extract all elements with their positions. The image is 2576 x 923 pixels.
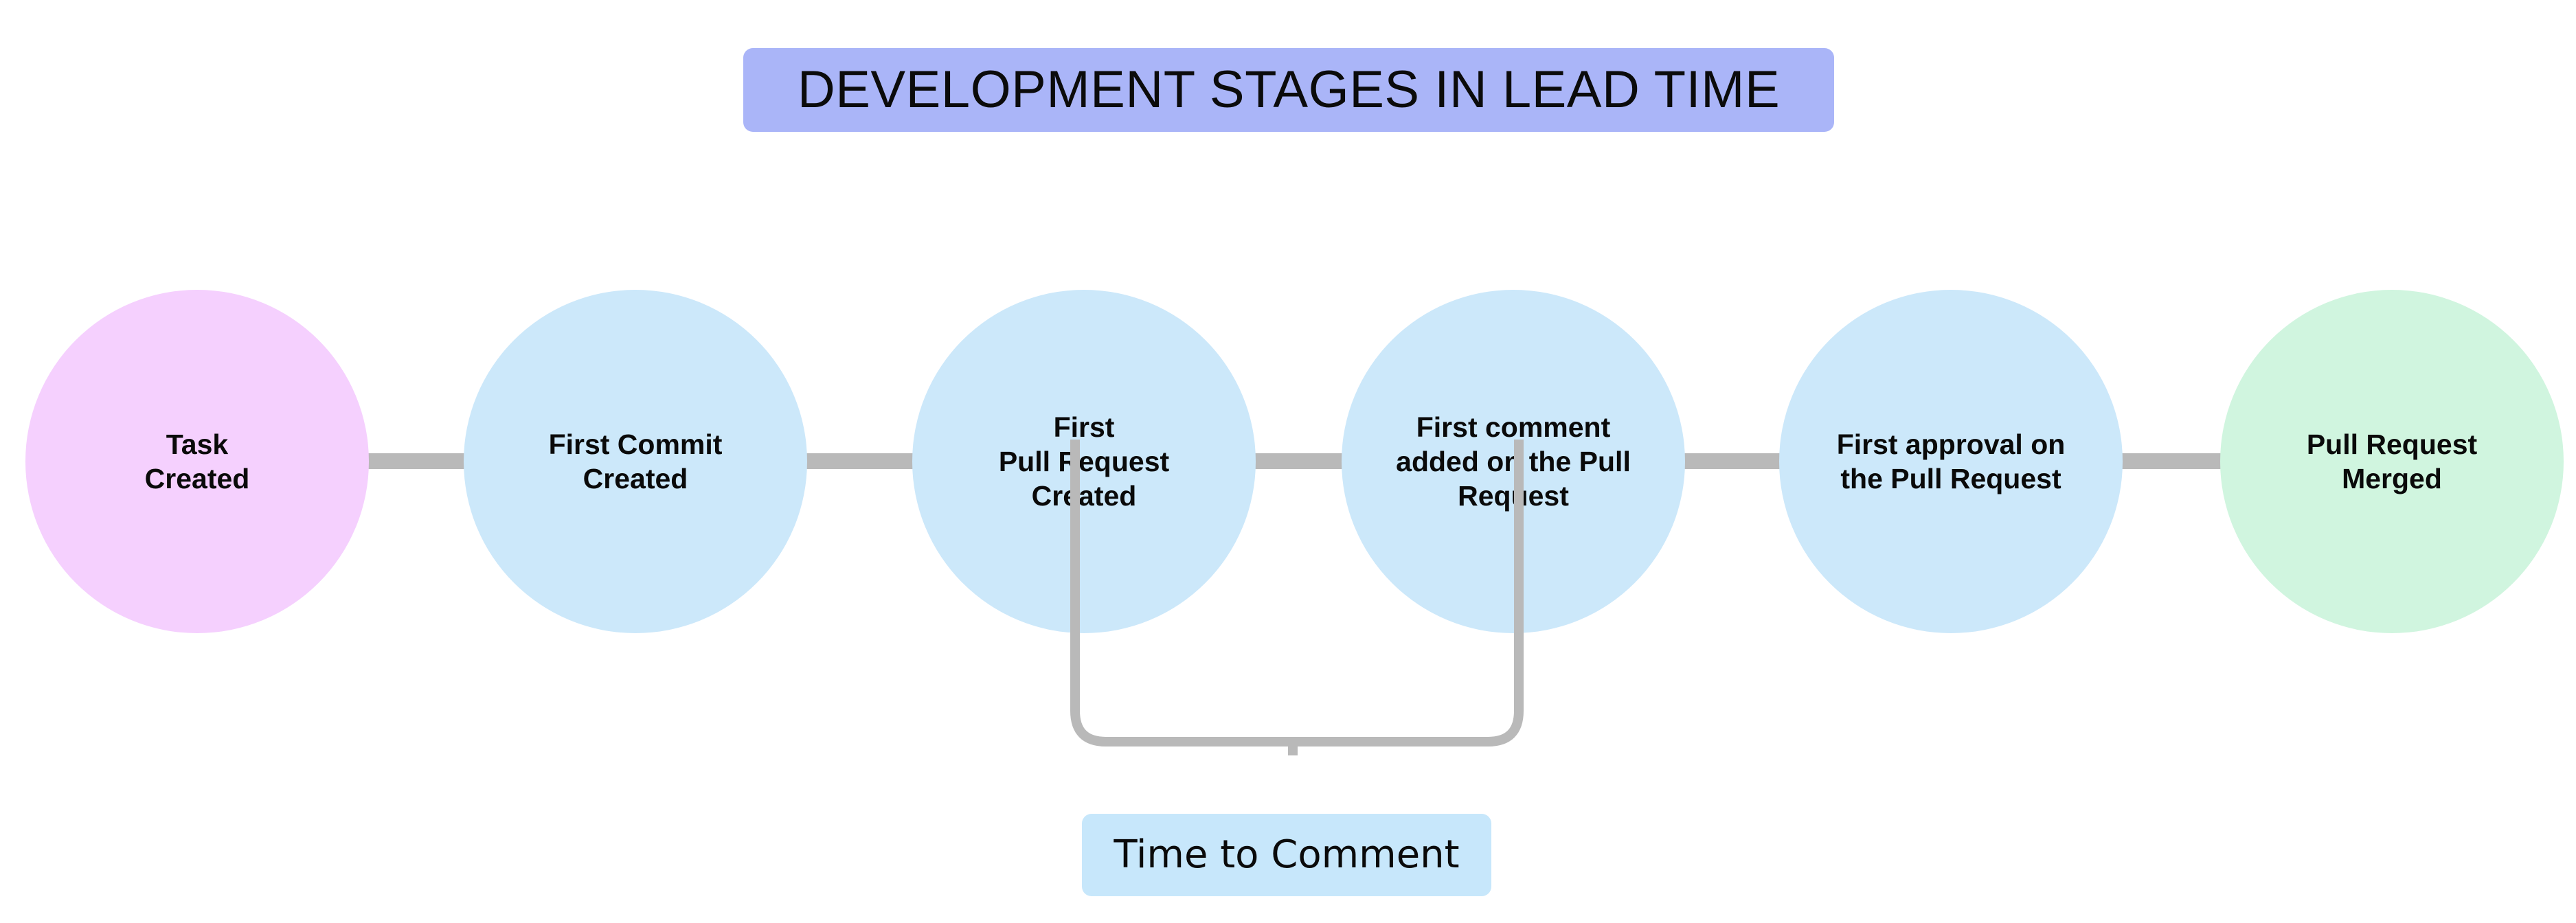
metric-label-text: Time to Comment — [1114, 832, 1460, 877]
node-label-pull-request-merged: Pull Request Merged — [2306, 428, 2478, 494]
node-label-task-created: Task Created — [144, 428, 250, 494]
node-first-approval[interactable]: First approval on the Pull Request — [1779, 290, 2123, 633]
node-task-created[interactable]: Task Created — [25, 290, 369, 633]
connector-commit-to-pr — [797, 453, 924, 469]
node-label-first-comment-added: First comment added on the Pull Request — [1396, 411, 1631, 512]
node-label-first-commit-created: First Commit Created — [548, 428, 723, 494]
node-pull-request-merged[interactable]: Pull Request Merged — [2220, 290, 2564, 633]
node-first-pull-request-created[interactable]: First Pull Request Created — [912, 290, 1256, 633]
connector-approval-to-merged — [2114, 453, 2231, 469]
node-first-commit-created[interactable]: First Commit Created — [464, 290, 807, 633]
metric-label-time-to-comment[interactable]: Time to Comment — [1082, 814, 1491, 896]
connector-task-to-commit — [357, 453, 488, 469]
node-first-comment-added[interactable]: First comment added on the Pull Request — [1342, 290, 1685, 633]
page-title: DEVELOPMENT STAGES IN LEAD TIME — [797, 60, 1781, 119]
node-label-first-approval: First approval on the Pull Request — [1836, 428, 2066, 494]
connector-pr-to-comment — [1240, 453, 1357, 469]
node-label-first-pull-request-created: First Pull Request Created — [998, 411, 1170, 512]
connector-comment-to-approval — [1676, 453, 1793, 469]
diagram-title-banner: DEVELOPMENT STAGES IN LEAD TIME — [743, 48, 1834, 132]
